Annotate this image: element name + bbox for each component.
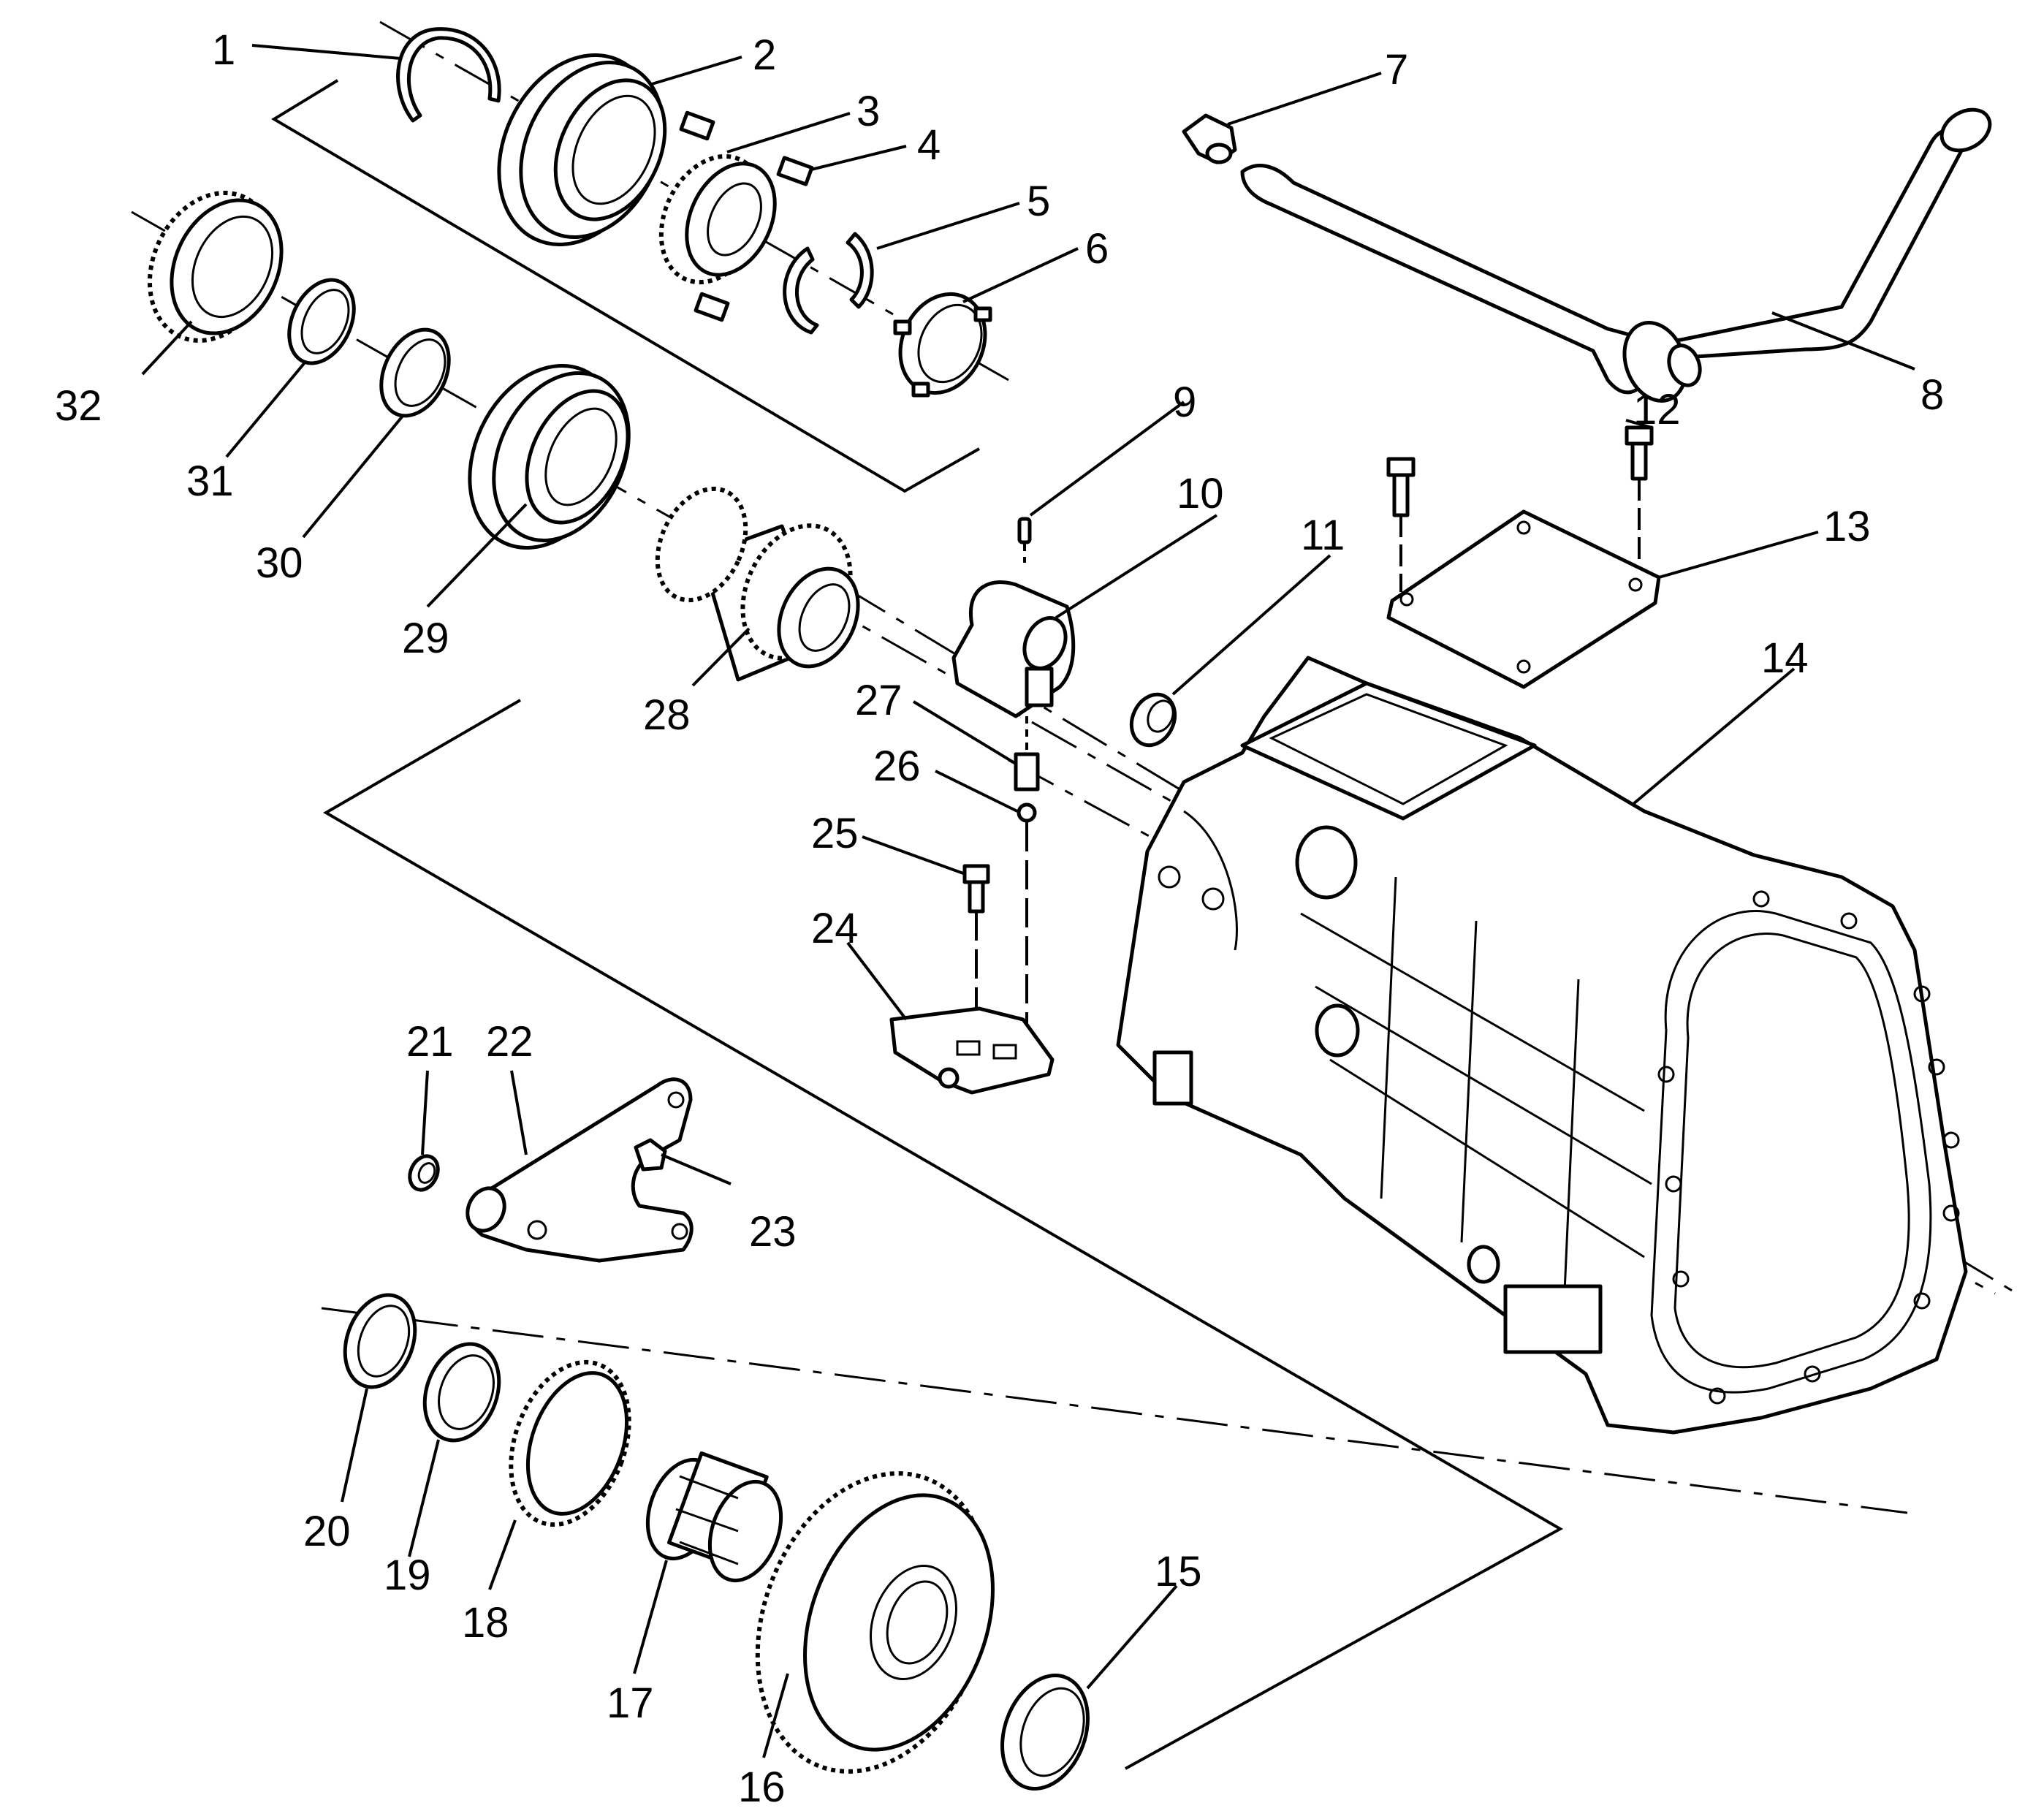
snap-ring-part-20	[343, 1293, 417, 1389]
needle-bearing-part-17	[645, 1451, 783, 1583]
callout-30: 30	[256, 539, 303, 587]
transmission-case-part-14	[1116, 656, 1968, 1435]
callout-26: 26	[873, 743, 921, 790]
callout-3: 3	[856, 88, 880, 135]
callout-4: 4	[917, 121, 941, 169]
callout-labels: 1 2 3 4 5 6 7 8 9 10 11 12 13 14 15 16 1…	[55, 26, 1944, 1811]
pin-part-9	[1017, 517, 1032, 563]
bushing-part-11	[1129, 692, 1177, 748]
ball-part-26	[1017, 802, 1037, 1030]
washer-part-19	[422, 1342, 501, 1443]
callout-2: 2	[753, 31, 776, 79]
bolt-part-25	[962, 864, 990, 1030]
callout-13: 13	[1823, 503, 1871, 550]
callout-17: 17	[607, 1679, 654, 1727]
callout-19: 19	[384, 1552, 431, 1599]
spring-part-5	[783, 232, 874, 335]
shift-tube-part-8	[1240, 107, 1992, 403]
callout-6: 6	[1085, 225, 1109, 273]
callout-10: 10	[1177, 470, 1224, 517]
blocking-ring-part-6	[893, 292, 992, 398]
synchronizer-part-29	[468, 364, 631, 550]
callout-23: 23	[749, 1208, 797, 1256]
interlock-part-10	[951, 580, 1076, 718]
callout-18: 18	[462, 1599, 509, 1647]
gear-part-16	[755, 1471, 995, 1774]
callout-21: 21	[406, 1018, 454, 1066]
blocking-ring-part-18	[509, 1359, 631, 1527]
callout-29: 29	[402, 615, 449, 662]
callout-8: 8	[1920, 371, 1944, 419]
callout-14: 14	[1761, 634, 1809, 682]
callout-28: 28	[643, 691, 691, 739]
snap-ring-part-31	[287, 278, 356, 365]
spring-part-27	[1014, 716, 1040, 791]
synchronizer-hub-part-3	[658, 153, 777, 285]
upper-group-frame	[271, 79, 980, 493]
callout-24: 24	[811, 905, 859, 952]
pad-part-23	[634, 1138, 667, 1172]
snap-ring-part-21	[408, 1154, 440, 1192]
vent-fitting-part-7	[1182, 113, 1237, 164]
callout-7: 7	[1385, 46, 1408, 94]
bearing-race-part-15	[1000, 1674, 1090, 1791]
callout-11: 11	[1301, 512, 1345, 559]
callout-16: 16	[738, 1763, 786, 1811]
callout-22: 22	[486, 1018, 533, 1066]
bolt-part-12	[1386, 425, 1654, 592]
snap-ring-part-1	[396, 27, 501, 123]
washer-part-30	[379, 327, 451, 418]
callout-12: 12	[1633, 386, 1681, 433]
callout-5: 5	[1027, 178, 1050, 225]
callout-25: 25	[811, 810, 859, 857]
callout-20: 20	[303, 1508, 351, 1555]
cover-plate-part-13	[1386, 509, 1661, 689]
leader-lines	[141, 44, 1915, 1758]
cluster-gear-part-28	[655, 486, 860, 682]
callout-1: 1	[212, 26, 235, 74]
callout-27: 27	[855, 677, 903, 724]
synchronizer-sleeve-part-2	[497, 53, 667, 246]
callout-32: 32	[55, 382, 102, 430]
shift-fork-part-22	[466, 1077, 694, 1263]
key-part-4	[679, 110, 814, 322]
callout-9: 9	[1173, 379, 1196, 426]
gear-part-32	[147, 191, 284, 343]
callout-15: 15	[1155, 1548, 1202, 1595]
callout-31: 31	[186, 458, 234, 505]
lower-group-frame	[323, 699, 1564, 1770]
bracket-part-24	[889, 1006, 1055, 1095]
